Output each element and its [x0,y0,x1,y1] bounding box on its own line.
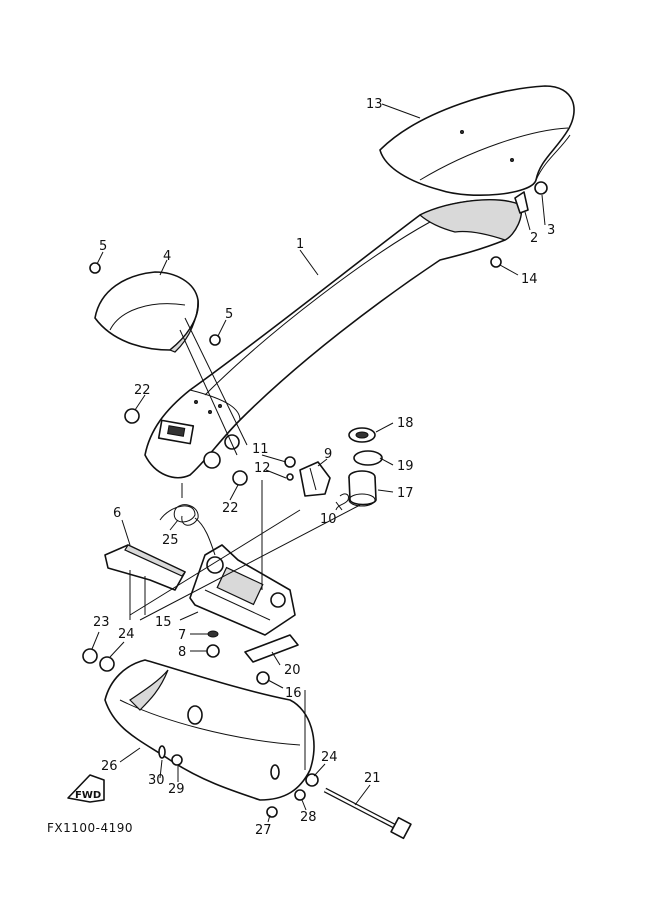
steering-pole-part [144,199,523,479]
callout-26: 26 [101,759,118,774]
callout-30: 30 [148,773,165,788]
callout-1: 1 [296,237,304,252]
callout-13: 13 [366,97,383,112]
callout-25: 25 [162,533,179,548]
callout-12: 12 [254,461,271,476]
front-cover-part [94,271,199,353]
callout-5-top: 5 [99,239,107,254]
bushing-parts [348,427,383,507]
callout-16: 16 [285,686,302,701]
callout-22-top: 22 [134,383,151,398]
callout-labels: 13 1 2 3 14 5 4 5 22 18 11 9 19 12 17 10… [93,97,555,838]
callout-24-right: 24 [321,750,338,765]
fwd-arrow-text: FWD [75,790,101,801]
callout-19: 19 [397,459,414,474]
seat-cushion-part [379,85,575,196]
latch-parts [284,456,349,511]
diagram-code: FX1100-4190 [47,821,133,835]
pivot-base-part [189,544,296,636]
spring-part [159,483,216,556]
callout-8: 8 [178,645,186,660]
callout-27: 27 [255,823,272,838]
callout-24-left: 24 [118,627,135,642]
callout-6: 6 [113,506,121,521]
fwd-arrow: FWD [67,774,105,803]
callout-10: 10 [320,512,337,527]
callout-3: 3 [547,223,555,238]
callout-28: 28 [300,810,317,825]
callout-29: 29 [168,782,185,797]
callout-9: 9 [324,447,332,462]
callout-18: 18 [397,416,414,431]
callout-21: 21 [364,771,381,786]
long-bolt-part [323,787,412,840]
callout-7: 7 [178,628,186,643]
callout-4: 4 [163,249,171,264]
lower-cover-part [104,659,315,801]
callout-14: 14 [521,272,538,287]
callout-17: 17 [397,486,414,501]
fastener-parts [82,181,548,818]
callout-23: 23 [93,615,110,630]
callout-5-right: 5 [225,307,233,322]
leader-lines [91,103,546,823]
callout-2: 2 [530,231,538,246]
callout-15: 15 [155,615,172,630]
callout-11: 11 [252,442,269,457]
callout-22-bottom: 22 [222,501,239,516]
bracket-part [104,544,186,620]
callout-20: 20 [284,663,301,678]
